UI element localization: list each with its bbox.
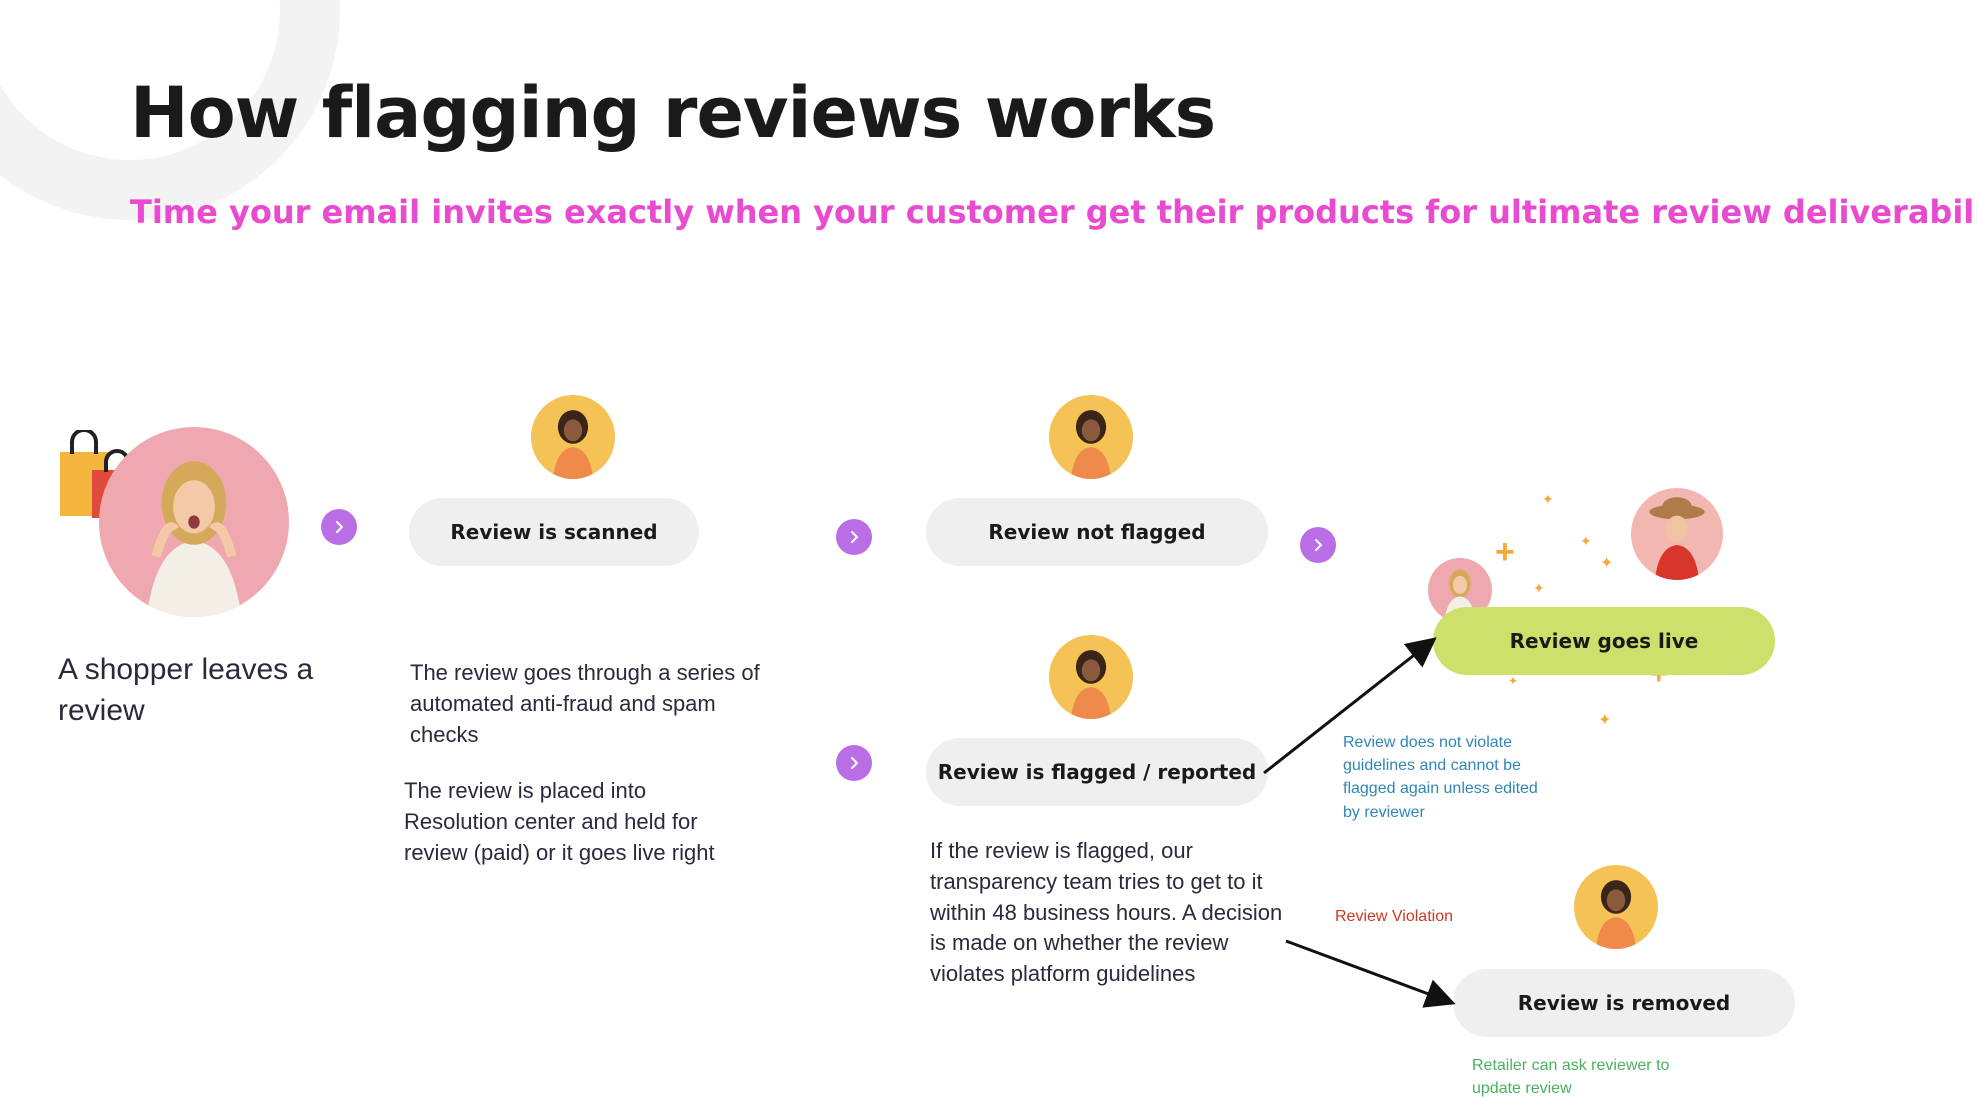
- arrow-flagged-to-removed: [1286, 941, 1450, 1002]
- sparkle-icon: ✦: [1508, 675, 1518, 687]
- scanned-description-1: The review goes through a series of auto…: [410, 658, 780, 750]
- reviewer-avatar: [1049, 395, 1133, 479]
- reviewer-avatar: [1574, 865, 1658, 949]
- review-violation-label: Review Violation: [1335, 905, 1535, 928]
- scanned-description-2: The review is placed into Resolution cen…: [404, 776, 754, 868]
- live-note: Review does not violate guidelines and c…: [1343, 731, 1553, 824]
- flagged-description: If the review is flagged, our transparen…: [930, 836, 1290, 990]
- step-label: Review is flagged / reported: [938, 760, 1256, 784]
- step-review-flagged: Review is flagged / reported: [926, 738, 1268, 806]
- sparkle-icon: ✦: [1580, 534, 1592, 548]
- chevron-right-icon: [845, 754, 863, 772]
- step-label: Review not flagged: [988, 520, 1205, 544]
- removed-note: Retailer can ask reviewer to update revi…: [1472, 1054, 1712, 1100]
- page-title: How flagging reviews works: [130, 72, 1215, 154]
- step-label: Review is removed: [1518, 991, 1731, 1015]
- shopper-avatar: [99, 427, 289, 617]
- chevron-right-icon: [845, 528, 863, 546]
- sparkle-icon: ✦: [1598, 713, 1611, 729]
- shopper-step-text: A shopper leaves a review: [58, 650, 348, 731]
- reviewer-avatar: [1049, 635, 1133, 719]
- step-review-goes-live: Review goes live: [1433, 607, 1775, 675]
- chevron-right-icon: [330, 518, 348, 536]
- step-label: Review goes live: [1510, 629, 1699, 653]
- step-review-scanned: Review is scanned: [409, 498, 699, 566]
- reviewer-avatar: [531, 395, 615, 479]
- page-subtitle: Time your email invites exactly when you…: [130, 193, 1977, 231]
- next-step-button-3[interactable]: [836, 745, 872, 781]
- step-label: Review is scanned: [450, 520, 657, 544]
- next-step-button-1[interactable]: [321, 509, 357, 545]
- sparkle-icon: ✦: [1542, 492, 1554, 506]
- step-review-not-flagged: Review not flagged: [926, 498, 1268, 566]
- chevron-right-icon: [1309, 536, 1327, 554]
- sparkle-icon: ✦: [1533, 581, 1545, 595]
- sparkle-icon: ✦: [1600, 556, 1613, 572]
- step-review-removed: Review is removed: [1453, 969, 1795, 1037]
- next-step-button-2[interactable]: [836, 519, 872, 555]
- happy-customer-avatar: [1631, 488, 1723, 580]
- next-step-button-4[interactable]: [1300, 527, 1336, 563]
- sparkle-icon: +: [1495, 535, 1515, 569]
